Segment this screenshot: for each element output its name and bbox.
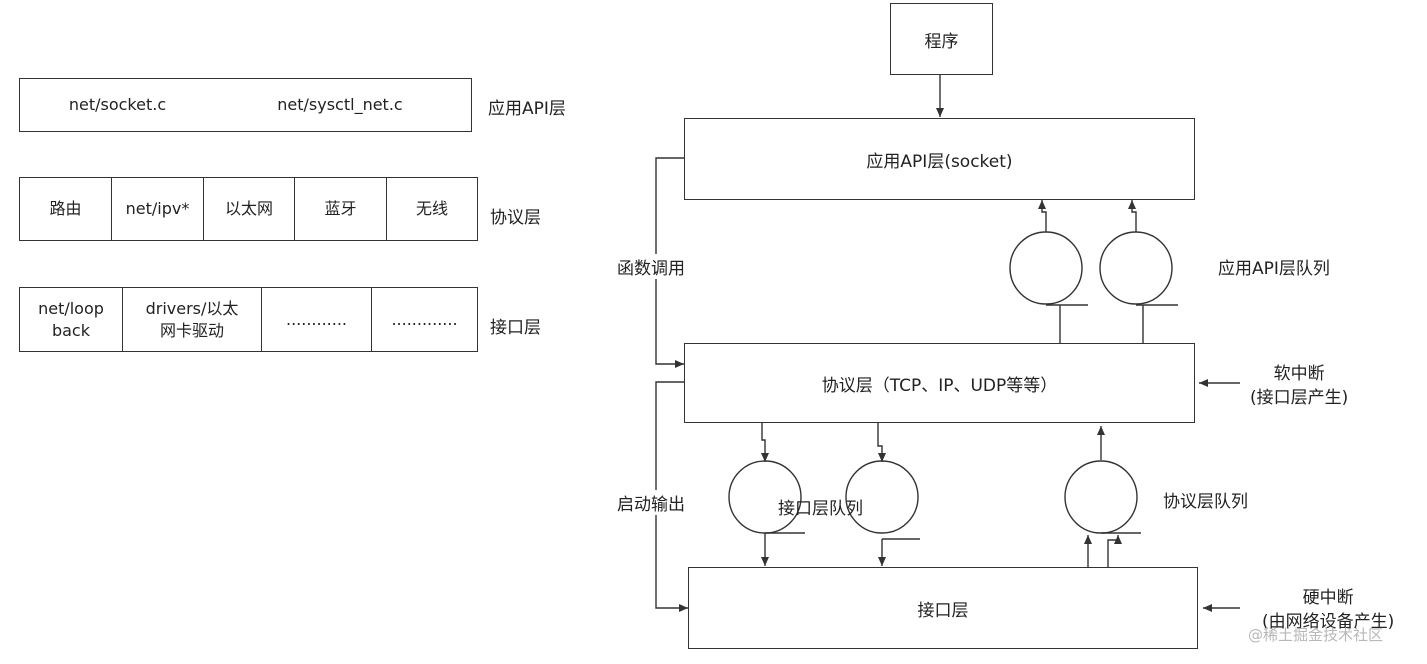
protocol-queue-label: 协议层队列 bbox=[1163, 492, 1248, 512]
app-api-queue-label: 应用API层队列 bbox=[1218, 259, 1330, 279]
left-interface-layer-label: 接口层 bbox=[490, 318, 541, 338]
cell-drivers-ethernet: drivers/以太 网卡驱动 bbox=[123, 288, 262, 351]
cell-wireless: 无线 bbox=[415, 199, 448, 218]
protocol-layer-box: 协议层（TCP、IP、UDP等等） bbox=[684, 343, 1195, 423]
cell-net-loopback: net/loop back bbox=[20, 288, 123, 351]
cell-net-sysctl: net/sysctl_net.c bbox=[277, 95, 403, 114]
interface-queue-label: 接口层队列 bbox=[778, 499, 863, 519]
left-protocol-layer-box: 路由 net/ipv* 以太网 蓝牙 无线 bbox=[19, 177, 478, 241]
cell-ethernet: 以太网 bbox=[204, 178, 295, 240]
cell-net-ipv: net/ipv* bbox=[112, 178, 204, 240]
left-protocol-layer-label: 协议层 bbox=[490, 208, 541, 228]
cell-dots-1: ............ bbox=[262, 288, 372, 351]
watermark-text: @稀土掘金技术社区 bbox=[1248, 626, 1384, 644]
left-app-layer-box: net/socket.c net/sysctl_net.c bbox=[19, 78, 472, 132]
soft-interrupt-label: 软中断 (接口层产生) bbox=[1250, 364, 1349, 408]
app-api-layer-box: 应用API层(socket) bbox=[684, 118, 1195, 200]
cell-dots-2: ............. bbox=[391, 309, 458, 329]
start-output-label: 启动输出 bbox=[617, 490, 685, 515]
function-call-label: 函数调用 bbox=[617, 254, 685, 279]
hard-interrupt-label: 硬中断 (由网络设备产生) bbox=[1262, 588, 1395, 632]
cell-net-socket: net/socket.c bbox=[68, 95, 167, 114]
left-interface-layer-box: net/loop back drivers/以太 网卡驱动 ..........… bbox=[19, 287, 478, 352]
cell-bluetooth: 蓝牙 bbox=[295, 178, 387, 240]
cell-routing: 路由 bbox=[20, 178, 112, 240]
interface-layer-box: 接口层 bbox=[688, 567, 1198, 649]
program-box: 程序 bbox=[890, 3, 993, 75]
left-app-layer-label: 应用API层 bbox=[488, 99, 566, 119]
